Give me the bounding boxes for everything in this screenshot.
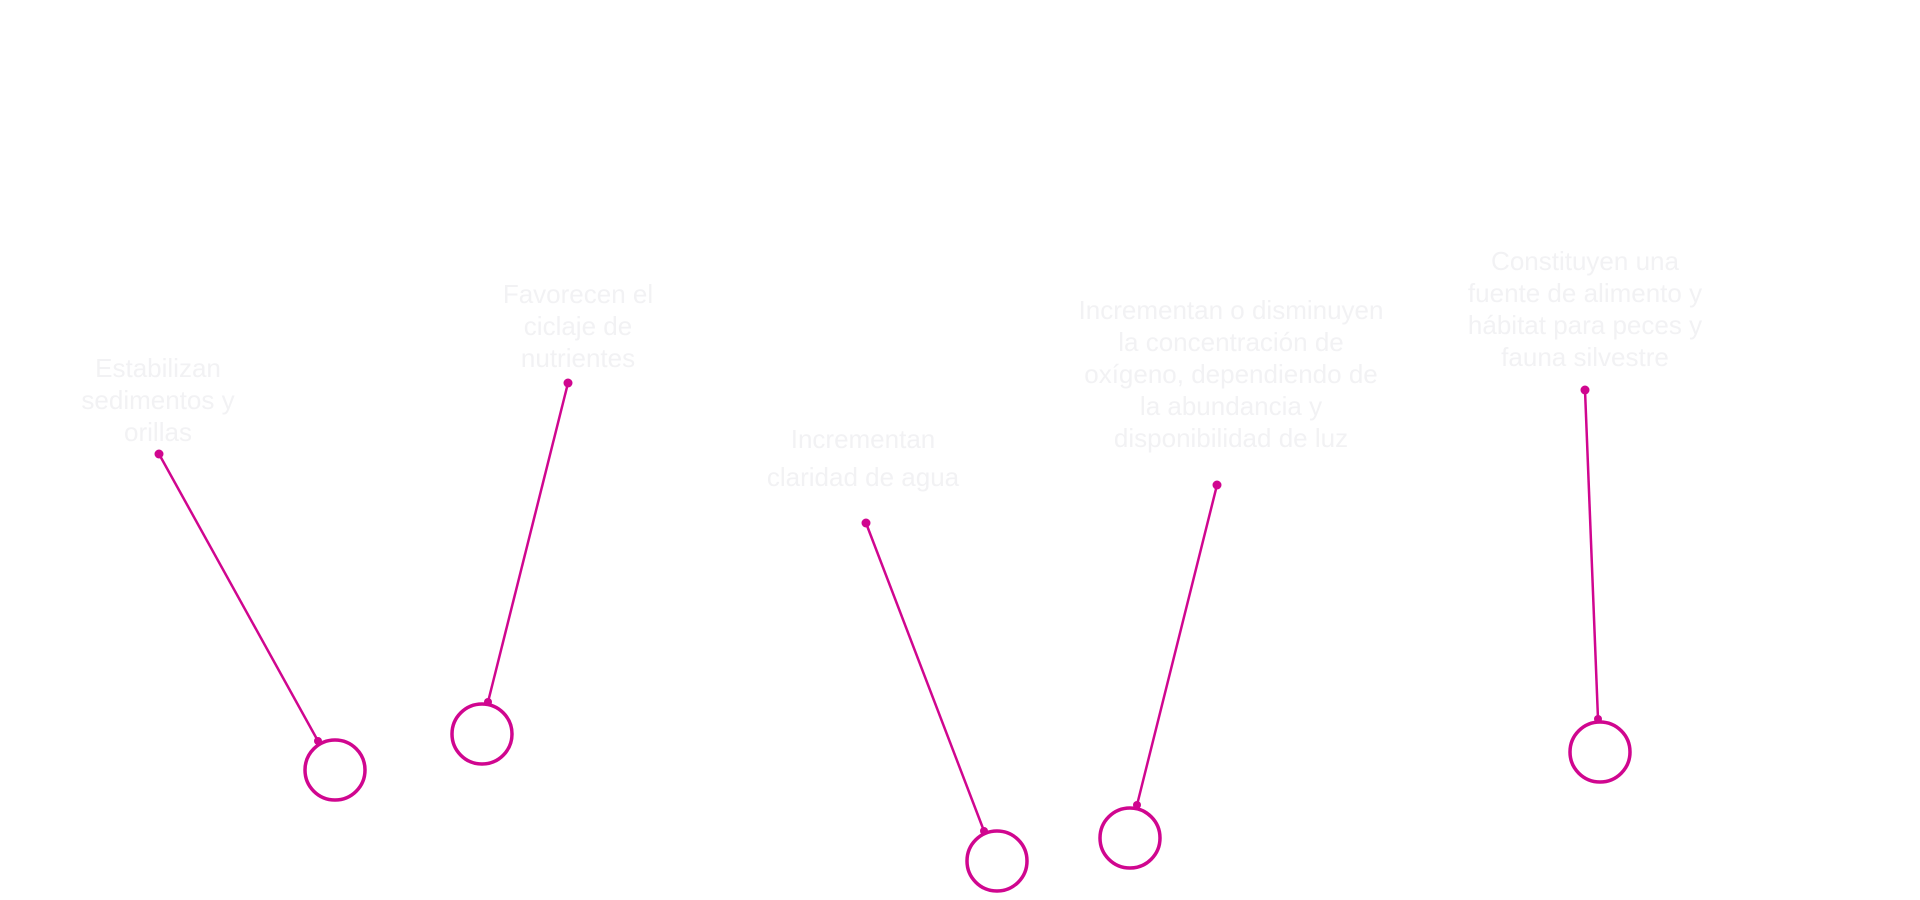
anchor-dot [314,737,322,745]
label-line: fauna silvestre [1501,342,1669,372]
anchor-dot [563,378,573,388]
anchor-dot [1580,385,1590,395]
anchor-dot [1133,801,1141,809]
label-line: ciclaje de [523,311,633,341]
label-estabilizan: Estabilizan sedimentos y orillas [81,352,234,448]
label-line: nutrientes [520,343,636,373]
label-line: Incrementan [790,424,936,454]
label-oxigeno: Incrementan o disminuyen la concentració… [1079,294,1384,454]
callout-line [864,522,986,832]
label-line: la concentración de [1118,327,1344,357]
callout-line [1135,484,1219,806]
label-line: Estabilizan [95,353,221,383]
label-favorecen: Favorecen el ciclaje de nutrientes [503,278,653,374]
anchor-dot [1212,480,1222,490]
callout-line [157,453,320,742]
label-line: Favorecen el [502,279,654,309]
anchor-dot [154,449,164,459]
anchor-dot [484,698,492,706]
hotspot-circle[interactable] [965,829,1029,893]
hotspot-circle[interactable] [1098,806,1162,870]
label-line: Constituyen una [1491,246,1679,276]
callout-line [1583,389,1600,720]
anchor-dot [861,518,871,528]
label-line: claridad de agua [766,462,960,492]
label-line: hábitat para peces y [1467,310,1703,340]
label-line: Incrementan o disminuyen [1078,295,1384,325]
hotspot-circle[interactable] [303,738,367,802]
label-line: fuente de alimento y [1467,278,1703,308]
label-line: disponibilidad de luz [1113,423,1349,453]
label-line: orillas [124,417,192,447]
anchor-dot [980,827,988,835]
label-line: oxígeno, dependiendo de [1084,359,1378,389]
hotspot-circle[interactable] [450,702,514,766]
hotspot-circle[interactable] [1568,720,1632,784]
anchor-dot [1594,715,1602,723]
label-alimento: Constituyen una fuente de alimento y háb… [1468,245,1702,373]
label-claridad: Incrementan claridad de agua [767,420,959,496]
callout-line [486,382,570,703]
label-line: la abundancia y [1139,391,1323,421]
label-line: sedimentos y [81,385,235,415]
